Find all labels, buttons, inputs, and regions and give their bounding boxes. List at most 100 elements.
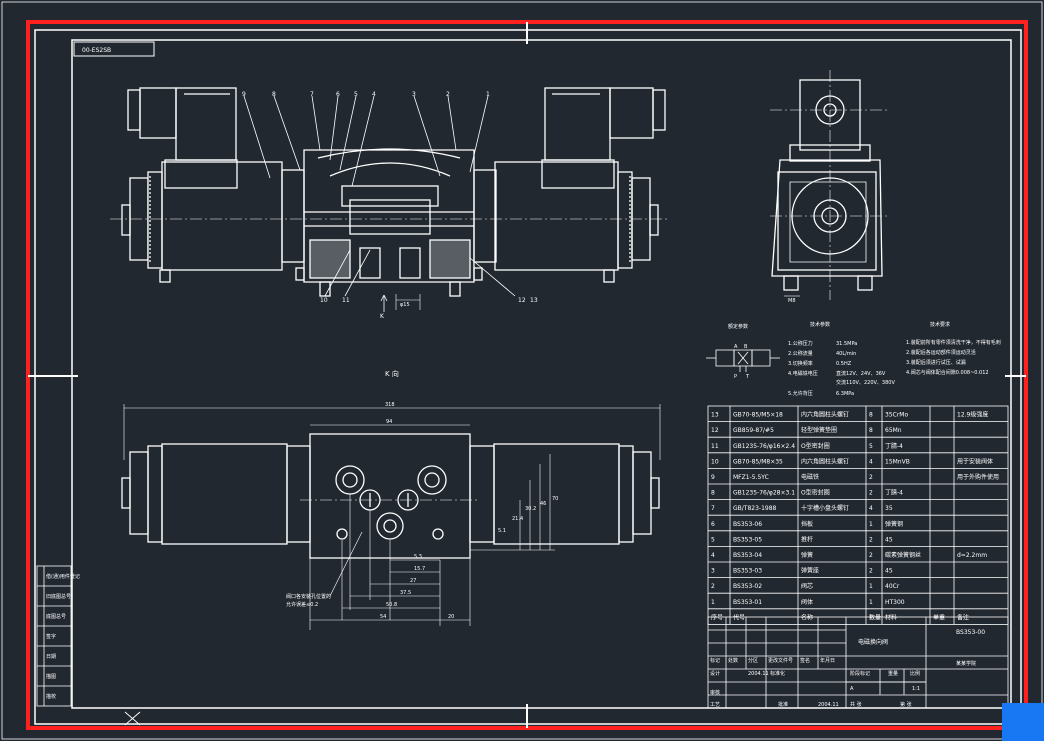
bom-cell-name: 弹簧 — [801, 551, 813, 559]
balloon-3: 3 — [412, 91, 416, 98]
param-v-5: 交流110V、220V、380V — [836, 379, 895, 386]
symbol-a: A — [734, 344, 738, 350]
param-k-3: 3.切换频率 — [788, 360, 813, 367]
balloon-7: 7 — [310, 91, 314, 98]
balloon-labels-top: 9 8 7 6 5 4 3 2 1 10 11 12 13 K φ15 — [242, 91, 538, 320]
tb-mark: 标记 — [710, 657, 720, 664]
balloon-13: 13 — [530, 297, 538, 304]
code-stamp: 00-ES2SB — [73, 41, 155, 57]
bom-header-qty: 数量 — [869, 613, 881, 621]
bom-cell-code: BS353-04 — [733, 552, 762, 559]
bom-cell-no: 13 — [711, 412, 719, 419]
balloon-10: 10 — [320, 297, 328, 304]
bom-cell-code: GB70-85/M8×35 — [733, 458, 783, 465]
bom-cell-mat: 碳素弹簧钢丝 — [885, 551, 921, 559]
dim-94: 94 — [386, 419, 392, 425]
bom-cell-no: 5 — [711, 536, 715, 543]
dim-50-8: 50.8 — [386, 602, 397, 608]
strip-5: 描图 — [46, 673, 56, 680]
bom-header-mat: 材料 — [885, 613, 897, 621]
dim-21-4: 21.4 — [512, 516, 523, 522]
bom-cell-qty: 5 — [869, 443, 873, 450]
title-block — [707, 616, 1009, 709]
bom-cell-qty: 1 — [869, 521, 873, 528]
hydraulic-symbol — [706, 349, 780, 372]
strip-4: 日期 — [46, 654, 56, 660]
tb-sheet: 第 张 — [900, 701, 912, 708]
bom-cell-note: d=2.2mm — [957, 552, 987, 559]
left-strip: 借(通)用件登记 旧底图总号 底图总号 签字 日期 描图 描校 — [36, 565, 80, 707]
balloon-1: 1 — [486, 91, 490, 98]
bom-cell-code: BS353-06 — [733, 521, 762, 528]
strip-6: 描校 — [46, 693, 56, 700]
dim-30-2: 30.2 — [525, 506, 536, 512]
view-label-k: K 向 — [385, 369, 399, 378]
bom-cell-code: MFZ1-5.5YC — [733, 474, 769, 481]
bom-cell-code: BS353-03 — [733, 568, 762, 575]
bom-cell-no: 8 — [711, 490, 715, 497]
tb-scale: 1:1 — [912, 686, 920, 692]
bom-cell-code: GB/T823-1988 — [733, 505, 777, 512]
bom-cell-qty: 2 — [869, 552, 873, 559]
bom-cell-name: 弹簧座 — [801, 567, 819, 575]
bom-cell-mat: 35CrMo — [885, 412, 908, 419]
req-2: 2.装配后各运动部件须运动灵活 — [906, 349, 976, 356]
k-view — [121, 404, 661, 630]
balloon-5: 5 — [354, 91, 358, 98]
side-view — [770, 70, 890, 300]
bom-cell-mat: 15MnVB — [885, 458, 910, 465]
dim-5-3: 5.3 — [414, 554, 422, 560]
bom-cell-qty: 1 — [869, 599, 873, 606]
section-view — [110, 87, 670, 312]
tb-craft: 工艺 — [710, 702, 720, 708]
tb-doc: 更改文件号 — [768, 657, 793, 664]
tb-weight: 重量 — [888, 670, 898, 677]
req-3: 3.装配后须进行试压、试漏 — [906, 359, 966, 366]
param-k-4: 4.电磁铁电压 — [788, 370, 818, 377]
bom-cell-no: 3 — [711, 568, 715, 575]
bom-cell-no: 9 — [711, 474, 715, 481]
param-k-1: 1.公称压力 — [788, 340, 813, 347]
bom-cell-qty: 1 — [869, 583, 873, 590]
balloon-12: 12 — [518, 297, 526, 304]
bom-header-name: 名称 — [801, 613, 813, 621]
bom-cell-no: 10 — [711, 458, 719, 465]
tb-date1: 2004.11 — [748, 671, 769, 677]
balloon-9: 9 — [242, 91, 246, 98]
strip-1: 旧底图总号 — [46, 593, 71, 600]
tb-count: 处数 — [728, 657, 738, 664]
strip-2: 底图总号 — [46, 613, 66, 620]
bom-header-note: 备注 — [957, 613, 969, 621]
bom-cell-note: 12.9级强度 — [957, 411, 988, 419]
dim-37-5: 37.5 — [400, 590, 411, 596]
bom-header-code: 代号 — [733, 613, 745, 621]
bom-cell-mat: 丁腈-4 — [885, 442, 903, 450]
bom-cell-code: GB859-87/#5 — [733, 427, 774, 434]
param-k-6: 5.允许背压 — [788, 390, 813, 397]
bom-cell-code: BS353-05 — [733, 536, 762, 543]
tb-design: 设计 — [710, 670, 720, 677]
balloon-2: 2 — [446, 91, 450, 98]
bom-cell-mat: 丁腈-4 — [885, 489, 903, 497]
bom-cell-code: GB1235-76/φ28×3.1 — [733, 490, 795, 497]
dim-27: 27 — [410, 578, 416, 584]
bom-cell-mat: 弹簧钢 — [885, 520, 903, 528]
dim-5-1: 5.1 — [498, 528, 506, 534]
bom-cell-code: BS353-02 — [733, 583, 762, 590]
unit-name: 某某学院 — [956, 660, 976, 667]
dim-phi15: φ15 — [400, 302, 410, 308]
bom-cell-qty: 2 — [869, 490, 873, 497]
title-block-text: 电磁换向阀 BS353-00 某某学院 标记 处数 分区 更改文件号 签名 年月… — [710, 629, 985, 708]
dim-m8: M8 — [788, 298, 796, 304]
strip-0: 借(通)用件登记 — [46, 573, 80, 580]
param-v-6: 6.3MPa — [836, 391, 854, 397]
bom-cell-code: GB1235-76/φ16×2.4 — [733, 443, 795, 450]
tb-stage: A — [850, 686, 854, 692]
dim-46: 46 — [540, 501, 546, 507]
bom-cell-name: 轻型弹簧垫圈 — [801, 426, 837, 434]
symbol-b: B — [744, 344, 748, 350]
bom-cell-name: 十字槽小盘头螺钉 — [801, 504, 849, 512]
balloon-6: 6 — [336, 91, 340, 98]
corner-badge[interactable] — [1002, 703, 1044, 741]
param-k-2: 2.公称流量 — [788, 350, 813, 357]
